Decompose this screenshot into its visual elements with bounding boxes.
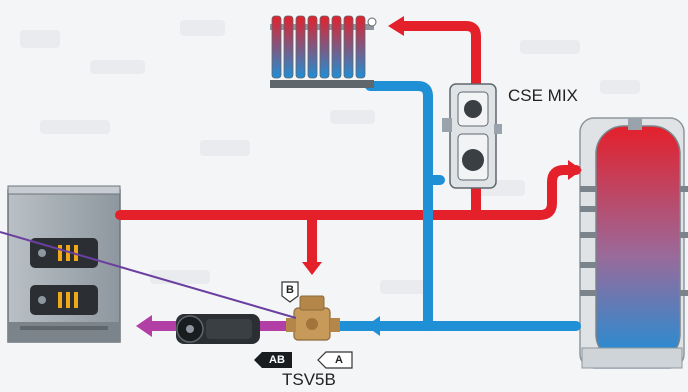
storage-tank-icon: [579, 117, 688, 369]
cse-mix-label: CSE MIX: [508, 86, 578, 105]
thermostatic-valve-icon: [286, 295, 340, 341]
boiler-icon: [7, 185, 121, 343]
cse-mix-station-icon: [442, 83, 502, 189]
port-a-label: A: [335, 354, 343, 366]
tsv5b-label: TSV5B: [282, 370, 336, 389]
pointer-line: [0, 231, 297, 319]
cold-flow-arrows: [366, 316, 380, 336]
hot-pipes: [115, 21, 581, 270]
radiator-icon: [270, 15, 377, 88]
port-b-label: B: [286, 284, 294, 296]
circulator-pump-icon: [176, 314, 260, 344]
port-ab-label: AB: [269, 354, 285, 366]
port-ab-tag-shape: [254, 352, 292, 368]
port-a-tag-shape: [317, 351, 353, 369]
background-pattern: [20, 20, 640, 294]
port-b-tag-shape: [281, 281, 299, 303]
hot-flow-arrows: [302, 16, 582, 275]
